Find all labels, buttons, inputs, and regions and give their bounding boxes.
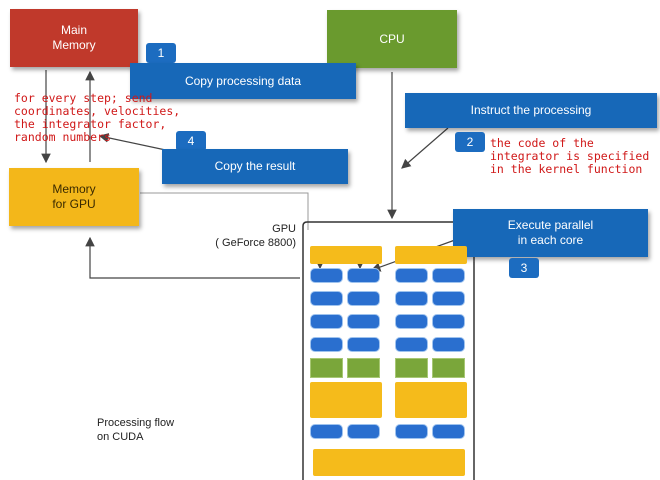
- gpu-register: [310, 358, 343, 378]
- step-1-badge: 1: [146, 43, 176, 63]
- gpu-core: [395, 337, 428, 352]
- gpu-core: [310, 314, 343, 329]
- gpu-core: [347, 424, 380, 439]
- gpu-memory-label: Memory for GPU: [52, 182, 96, 211]
- gpu-core: [347, 314, 380, 329]
- gpu-core: [395, 314, 428, 329]
- main-memory-box: Main Memory: [10, 9, 138, 67]
- step-3-badge: 3: [509, 258, 539, 278]
- gpu-label: GPU ( GeForce 8800): [215, 223, 296, 249]
- gpu-core: [432, 337, 465, 352]
- step-4-box: Copy the result: [162, 149, 348, 184]
- gpu-register: [347, 358, 380, 378]
- gpu-return-arrow: [85, 236, 300, 279]
- gpu-core: [395, 424, 428, 439]
- step-2-label: Instruct the processing: [470, 103, 592, 117]
- step-2-box: Instruct the processing: [405, 93, 657, 128]
- gpu-core: [347, 268, 380, 283]
- gpu-core: [310, 424, 343, 439]
- gpu-core: [347, 291, 380, 306]
- gpu-core: [395, 268, 428, 283]
- step-4-label: Copy the result: [214, 159, 296, 173]
- step-1-box: Copy processing data: [130, 63, 356, 99]
- gpu-core: [310, 268, 343, 283]
- main-memory-label: Main Memory: [52, 23, 96, 52]
- gpu-core: [310, 291, 343, 306]
- step-1-label: Copy processing data: [184, 73, 302, 88]
- gpu-core: [432, 268, 465, 283]
- step-4-badge: 4: [176, 131, 206, 151]
- gpu-core: [432, 291, 465, 306]
- gpu-register: [432, 358, 465, 378]
- data-note: for every step; send coordinates, veloci…: [14, 91, 181, 144]
- gpu-core: [347, 337, 380, 352]
- cpu-label: CPU: [379, 31, 405, 46]
- step-3-label: Execute parallel in each core: [507, 218, 594, 247]
- step-3-box: Execute parallel in each core: [453, 209, 648, 257]
- gpu-top-bar-left: [310, 246, 382, 264]
- gpu-device-memory: [313, 449, 465, 476]
- step-2-badge: 2: [455, 132, 485, 152]
- gpu-core: [310, 337, 343, 352]
- gpu-memory-box: Memory for GPU: [9, 168, 139, 226]
- instruct-arrow: [401, 127, 449, 169]
- gpu-core: [395, 291, 428, 306]
- gpu-core: [432, 424, 465, 439]
- cpu-box: CPU: [327, 10, 457, 68]
- caption: Processing flow on CUDA: [97, 417, 175, 443]
- gpu-register: [395, 358, 428, 378]
- kernel-note: the code of the integrator is specified …: [490, 136, 650, 176]
- gpu-core: [432, 314, 465, 329]
- gpu-shared-left: [310, 382, 382, 418]
- gpu-shared-right: [395, 382, 467, 418]
- gpu-top-bar-right: [395, 246, 467, 264]
